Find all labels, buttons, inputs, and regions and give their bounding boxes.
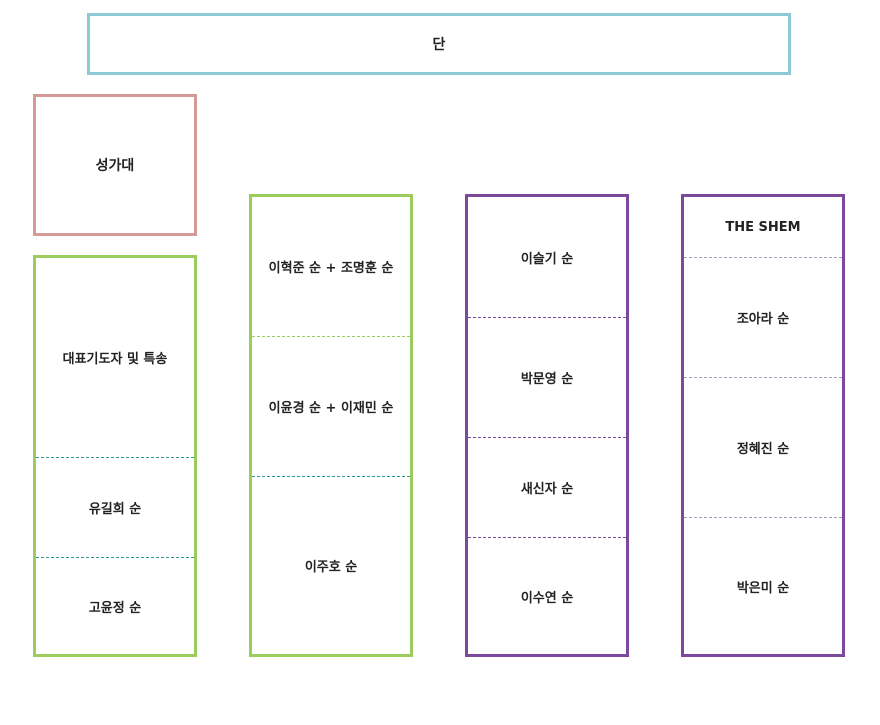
column-1-cell-2: 유길희 순 bbox=[88, 502, 142, 517]
column-1-divider-1 bbox=[36, 457, 194, 458]
column-4-cell-2: 조아라 순 bbox=[736, 312, 790, 327]
column-1-divider-2 bbox=[36, 557, 194, 558]
seating-column-3: 이슬기 순 박문영 순 새신자 순 이수연 순 bbox=[465, 194, 629, 657]
column-2-cell-3: 이주호 순 bbox=[304, 560, 358, 575]
choir-label: 성가대 bbox=[95, 158, 135, 174]
column-3-cell-4: 이수연 순 bbox=[520, 590, 574, 606]
column-3-cell-3: 새신자 순 bbox=[520, 482, 574, 497]
column-3-cell-1: 이슬기 순 bbox=[520, 251, 574, 267]
column-2-cell-2: 이윤경 순 + 이재민 순 bbox=[268, 401, 394, 416]
column-4-cell-1: THE SHEM bbox=[725, 219, 801, 235]
column-4-divider-3 bbox=[684, 517, 842, 518]
column-1-cell-3: 고윤정 순 bbox=[88, 600, 142, 616]
seating-column-1: 대표기도자 및 특송 유길희 순 고윤정 순 bbox=[33, 255, 197, 657]
column-4-divider-2 bbox=[684, 377, 842, 378]
column-1-cell-1: 대표기도자 및 특송 bbox=[62, 352, 168, 367]
seating-column-4: THE SHEM 조아라 순 정혜진 순 박은미 순 bbox=[681, 194, 845, 657]
choir-box: 성가대 bbox=[33, 94, 197, 236]
column-2-cell-1: 이혁준 순 + 조명훈 순 bbox=[268, 261, 394, 276]
top-banner-label: 단 bbox=[432, 37, 446, 53]
top-banner: 단 bbox=[87, 13, 791, 75]
column-3-divider-3 bbox=[468, 537, 626, 538]
column-4-cell-4: 박은미 순 bbox=[736, 580, 790, 596]
column-2-divider-1 bbox=[252, 336, 410, 337]
column-3-divider-2 bbox=[468, 437, 626, 438]
column-3-divider-1 bbox=[468, 317, 626, 318]
column-3-cell-2: 박문영 순 bbox=[520, 372, 574, 387]
column-4-cell-3: 정혜진 순 bbox=[736, 442, 790, 457]
column-4-divider-1 bbox=[684, 257, 842, 258]
seating-column-2: 이혁준 순 + 조명훈 순 이윤경 순 + 이재민 순 이주호 순 bbox=[249, 194, 413, 657]
column-2-divider-2 bbox=[252, 476, 410, 477]
